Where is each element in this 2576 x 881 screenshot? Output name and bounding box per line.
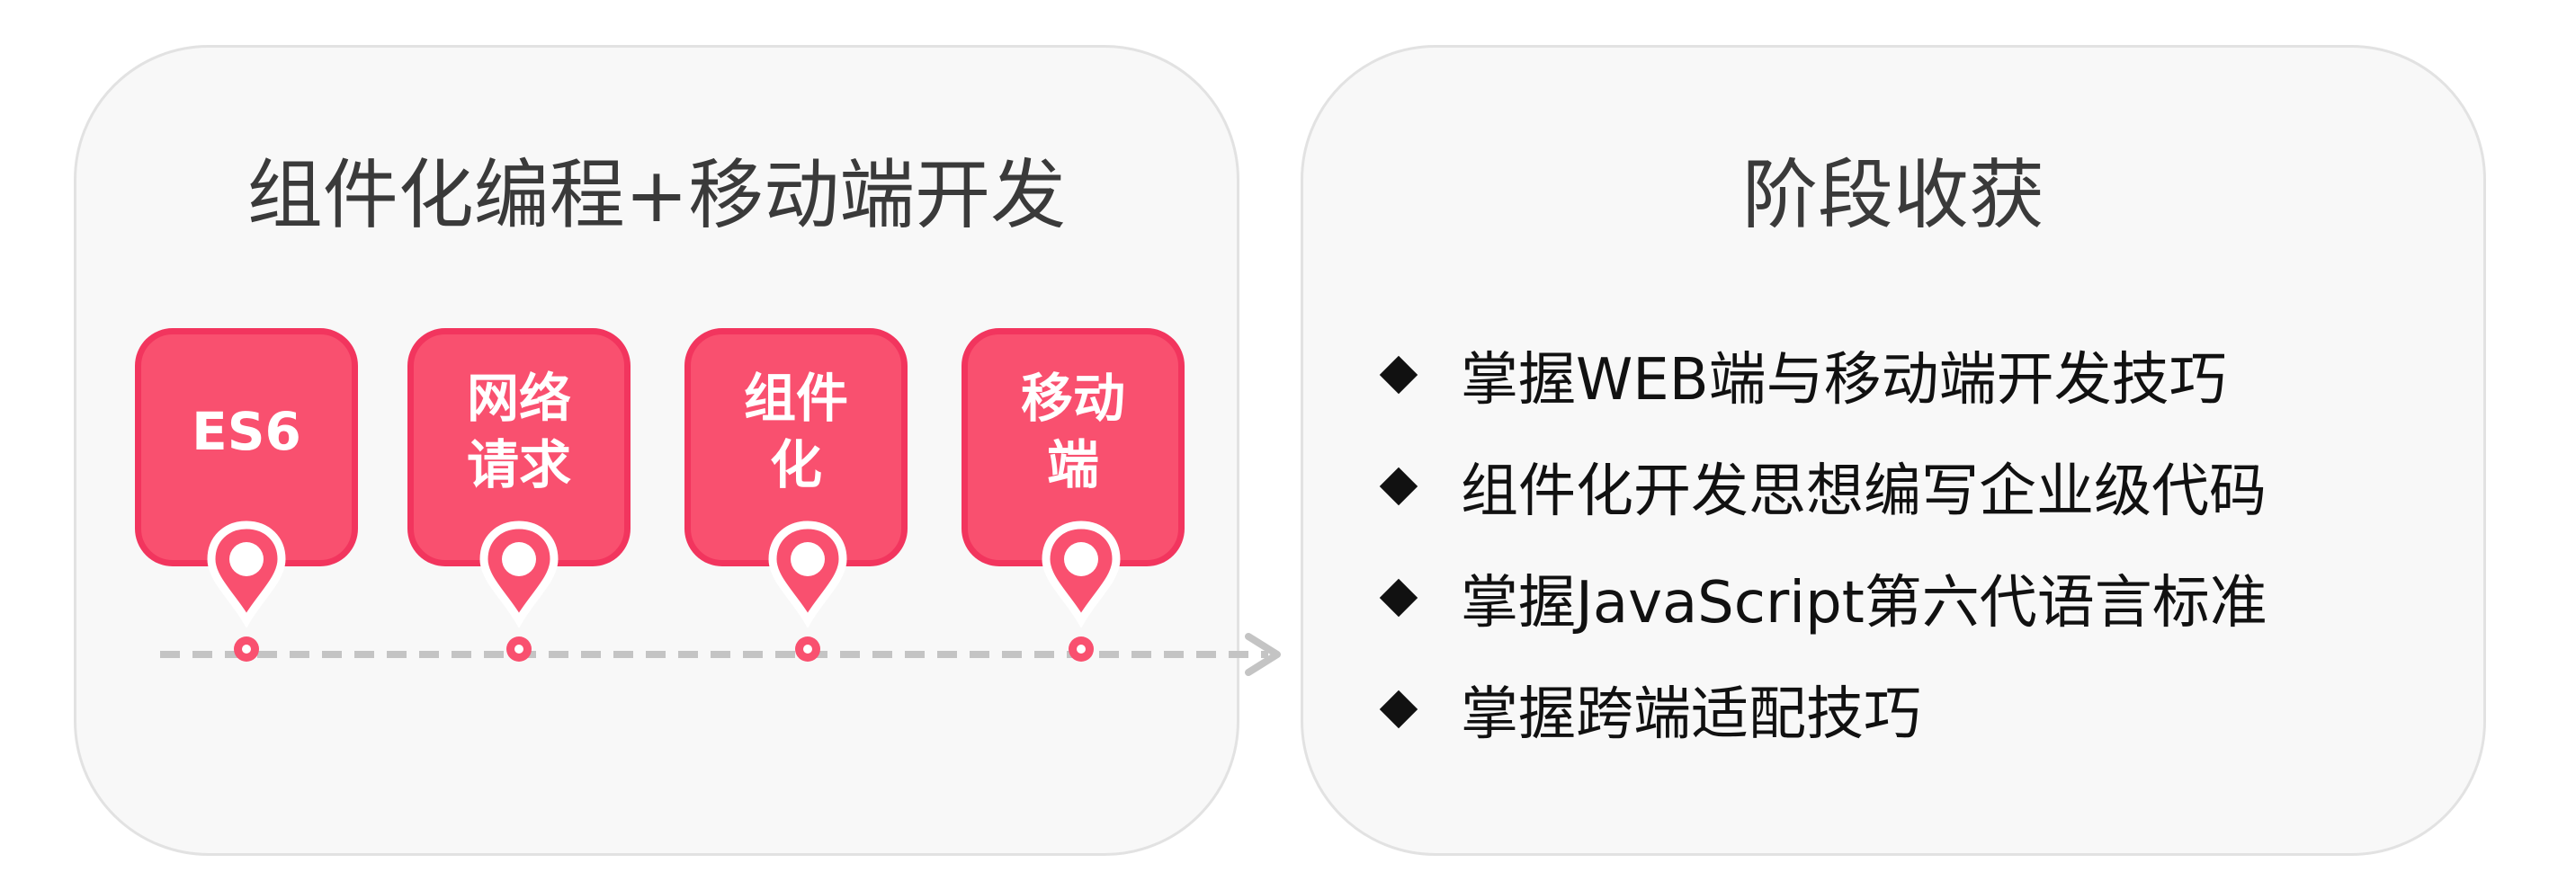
right-panel [1301,45,2486,856]
location-pin-icon [768,521,847,627]
diamond-bullet-icon [1379,467,1418,506]
diamond-bullet-icon [1379,355,1418,395]
result-item: 掌握WEB端与移动端开发技巧 [1376,319,2267,431]
stage-card-es6: ES6 [135,328,358,566]
diamond-bullet-icon [1379,578,1418,618]
diamond-bullet-icon [1379,690,1418,729]
result-item: 组件化开发思想编写企业级代码 [1376,431,2267,542]
result-item-text: 掌握WEB端与移动端开发技巧 [1461,347,2227,414]
result-item: 掌握JavaScript第六代语言标准 [1376,542,2267,654]
results-list: 掌握WEB端与移动端开发技巧 组件化开发思想编写企业级代码 掌握JavaScri… [1376,319,2267,765]
location-pin-icon [1042,521,1121,627]
result-item-text: 掌握跨端适配技巧 [1461,681,1921,748]
result-item-text: 组件化开发思想编写企业级代码 [1461,458,2267,525]
stage-card-label: 移动端 [1020,368,1125,495]
right-panel-title: 阶段收获 [1741,151,2044,239]
stage-card-label: 组件化 [743,368,848,495]
stage-card-label: 网络请求 [466,368,571,495]
timeline-arrow-icon [1245,633,1281,676]
result-item-text: 掌握JavaScript第六代语言标准 [1461,570,2267,636]
location-pin-icon [479,521,559,627]
stage-card-label: ES6 [192,400,301,462]
result-item: 掌握跨端适配技巧 [1376,654,2267,765]
location-pin-icon [207,521,286,627]
left-panel-title: 组件化编程+移动端开发 [246,151,1067,239]
